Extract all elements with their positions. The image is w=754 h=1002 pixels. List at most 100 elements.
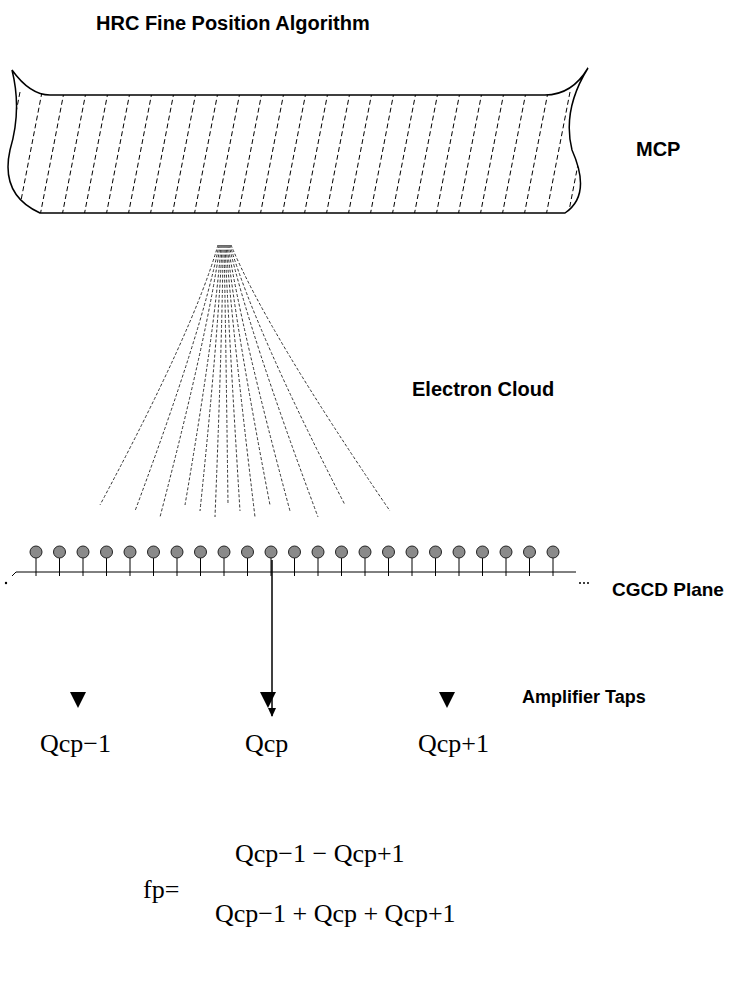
pad-stub: [247, 558, 248, 576]
microchannel: [172, 92, 196, 216]
charge-pad: [477, 546, 489, 558]
pad-stub: [482, 558, 483, 576]
microchannel: [18, 92, 42, 216]
microchannel: [260, 92, 284, 216]
charge-pad: [312, 546, 324, 558]
charge-pad: [524, 546, 536, 558]
microchannel: [304, 92, 328, 216]
microchannel: [216, 92, 240, 216]
pad-stub: [318, 558, 319, 576]
plane-continuation-dot: [5, 582, 7, 584]
amplifier-tap: [260, 692, 276, 708]
microchannel: [238, 92, 262, 216]
amplifier-label: Amplifier Taps: [522, 688, 646, 708]
electron-path: [100, 245, 218, 505]
charge-pad: [406, 546, 418, 558]
microchannel: [414, 92, 438, 216]
microchannel: [62, 92, 86, 216]
charge-pad: [148, 546, 160, 558]
tap-charge: Qcp: [245, 730, 288, 759]
electron-path: [160, 245, 220, 517]
electron-path: [135, 245, 219, 511]
plane-continuation-dot: [579, 582, 581, 584]
charge-pad: [101, 546, 113, 558]
microchannel: [326, 92, 350, 216]
plane-continuation-dot: [587, 582, 589, 584]
pad-stub: [224, 558, 225, 576]
microchannel: [458, 92, 482, 216]
charge-pad: [500, 546, 512, 558]
charge-pad: [54, 546, 66, 558]
microchannel: [436, 92, 460, 216]
mcp-label: MCP: [636, 138, 680, 160]
pad-stub: [36, 558, 37, 576]
microchannel: [502, 92, 526, 216]
electron-cloud: [100, 245, 390, 517]
electron-path: [230, 245, 345, 505]
charge-pad: [430, 546, 442, 558]
charge-pad: [265, 546, 277, 558]
pad-stub: [130, 558, 131, 576]
formula-denominator: Qcp−1 + Qcp + Qcp+1: [215, 900, 456, 929]
charge-pad: [289, 546, 301, 558]
plane-label: CGCD Plane: [612, 580, 724, 601]
pad-stub: [435, 558, 436, 576]
pad-stub: [106, 558, 107, 576]
charge-pad: [218, 546, 230, 558]
formula-numerator: Qcp−1 − Qcp+1: [235, 840, 405, 869]
pad-stub: [412, 558, 413, 576]
microchannel-lines: [0, 92, 592, 216]
pad-stub: [200, 558, 201, 576]
plane-continuation-dot: [583, 582, 585, 584]
pad-stub: [177, 558, 178, 576]
electron-path: [228, 245, 290, 511]
pad-stub: [529, 558, 530, 576]
electron-path: [231, 245, 390, 511]
charge-pad: [30, 546, 42, 558]
microchannel: [546, 92, 570, 216]
charge-pad: [124, 546, 136, 558]
pad-stub: [153, 558, 154, 576]
pad-stub: [388, 558, 389, 576]
region-label: Electron Cloud: [412, 378, 554, 400]
tap-charge: Qcp−1: [40, 730, 111, 759]
microchannel: [348, 92, 372, 216]
charge-pad: [383, 546, 395, 558]
microchannel: [568, 92, 592, 216]
charge-pad: [453, 546, 465, 558]
microchannel: [84, 92, 108, 216]
pad-stub: [341, 558, 342, 576]
amplifier-tap: [70, 692, 86, 708]
microchannel: [370, 92, 394, 216]
electron-path: [227, 245, 270, 505]
charge-pad: [359, 546, 371, 558]
mcp-plate: [8, 68, 588, 213]
charge-pad: [171, 546, 183, 558]
pad-stub: [59, 558, 60, 576]
electron-path: [200, 245, 222, 511]
pad-stub: [294, 558, 295, 576]
microchannel: [392, 92, 416, 216]
charge-pad: [547, 546, 559, 558]
pad-stub: [459, 558, 460, 576]
diagram-title: HRC Fine Position Algorithm: [96, 12, 370, 34]
pad-stub: [553, 558, 554, 576]
microchannel: [524, 92, 548, 216]
electron-path: [185, 245, 221, 505]
microchannel: [194, 92, 218, 216]
charge-pad: [336, 546, 348, 558]
pad-stub: [365, 558, 366, 576]
microchannel: [480, 92, 504, 216]
formula-lhs: fp=: [143, 876, 179, 905]
microchannel: [128, 92, 152, 216]
pad-stub: [83, 558, 84, 576]
electron-path: [215, 245, 223, 517]
electron-path: [224, 245, 228, 505]
amplifier-tap: [439, 692, 455, 708]
pad-stub: [506, 558, 507, 576]
microchannel: [282, 92, 306, 216]
charge-pad: [195, 546, 207, 558]
charge-pad: [242, 546, 254, 558]
tap-charge: Qcp+1: [418, 730, 489, 759]
microchannel: [40, 92, 64, 216]
